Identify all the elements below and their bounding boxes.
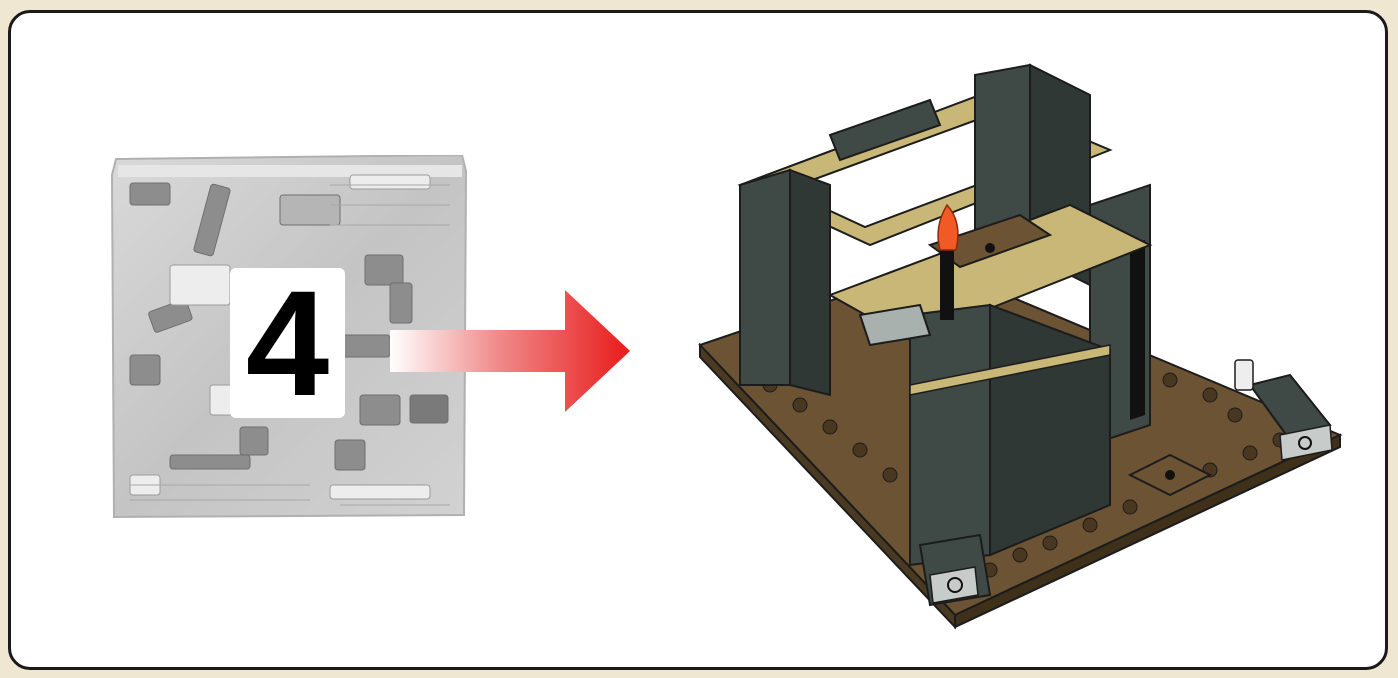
bag-number: 4: [230, 268, 345, 418]
lego-ruins-model-icon: [690, 55, 1350, 635]
arrow-right-icon: [390, 290, 630, 412]
